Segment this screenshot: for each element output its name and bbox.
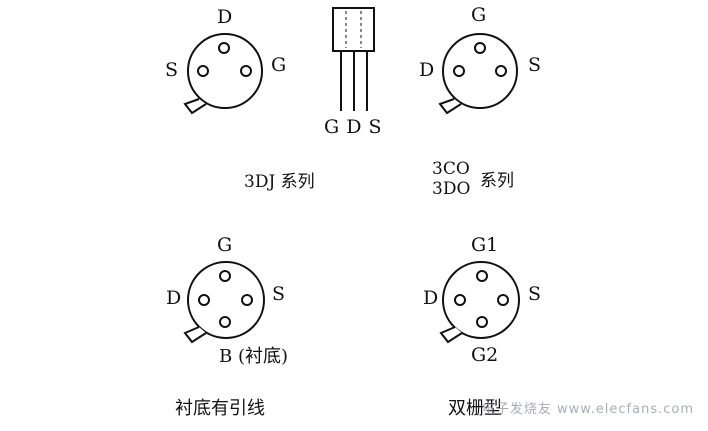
label-dual-d: D [423, 287, 439, 309]
pin-3dj-s [197, 65, 209, 77]
label-sub-b: B (衬底) [219, 346, 288, 367]
caption-dual-gate: 双栅型 [448, 398, 502, 419]
label-dual-g1: G1 [471, 234, 499, 256]
label-to92-pins: G D S [324, 116, 382, 138]
pin-3dj-d [218, 42, 230, 54]
label-sub-d: D [166, 287, 182, 309]
pin-sub-d [198, 294, 210, 306]
pin-dual-g1 [476, 270, 488, 282]
caption-3dj: 3DJ 系列 [244, 172, 315, 192]
watermark-logo: 电子发烧友 www.elecfans.com [481, 402, 694, 417]
label-3dj-s: S [165, 59, 179, 81]
to92-package-body [332, 7, 375, 52]
caption-3co-line2: 3DO [432, 179, 471, 199]
label-dual-s: S [528, 283, 542, 305]
pin-sub-g [219, 270, 231, 282]
caption-3co-line1: 3CO [432, 159, 470, 179]
caption-substrate: 衬底有引线 [175, 398, 265, 419]
package-substrate-outline [183, 261, 265, 344]
pin-dual-g2 [476, 316, 488, 328]
label-3co-g: G [471, 4, 487, 26]
pin-sub-s [241, 294, 253, 306]
pin-dual-d [454, 294, 466, 306]
label-3dj-d: D [217, 6, 233, 28]
label-3co-s: S [528, 54, 542, 76]
caption-3co-suffix: 系列 [480, 171, 514, 191]
label-3co-d: D [419, 59, 435, 81]
label-3dj-g: G [271, 54, 287, 76]
pin-3co-d [453, 65, 465, 77]
package-3dj-outline [183, 33, 263, 115]
label-sub-g: G [217, 234, 233, 256]
package-dual-gate-outline [439, 261, 520, 344]
pin-dual-s [497, 294, 509, 306]
label-dual-g2: G2 [471, 344, 499, 366]
pin-3co-s [495, 65, 507, 77]
pin-3dj-g [240, 65, 252, 77]
label-sub-s: S [272, 283, 286, 305]
pin-sub-b [219, 316, 231, 328]
pin-3co-g [474, 42, 486, 54]
package-3co-outline [438, 33, 518, 115]
